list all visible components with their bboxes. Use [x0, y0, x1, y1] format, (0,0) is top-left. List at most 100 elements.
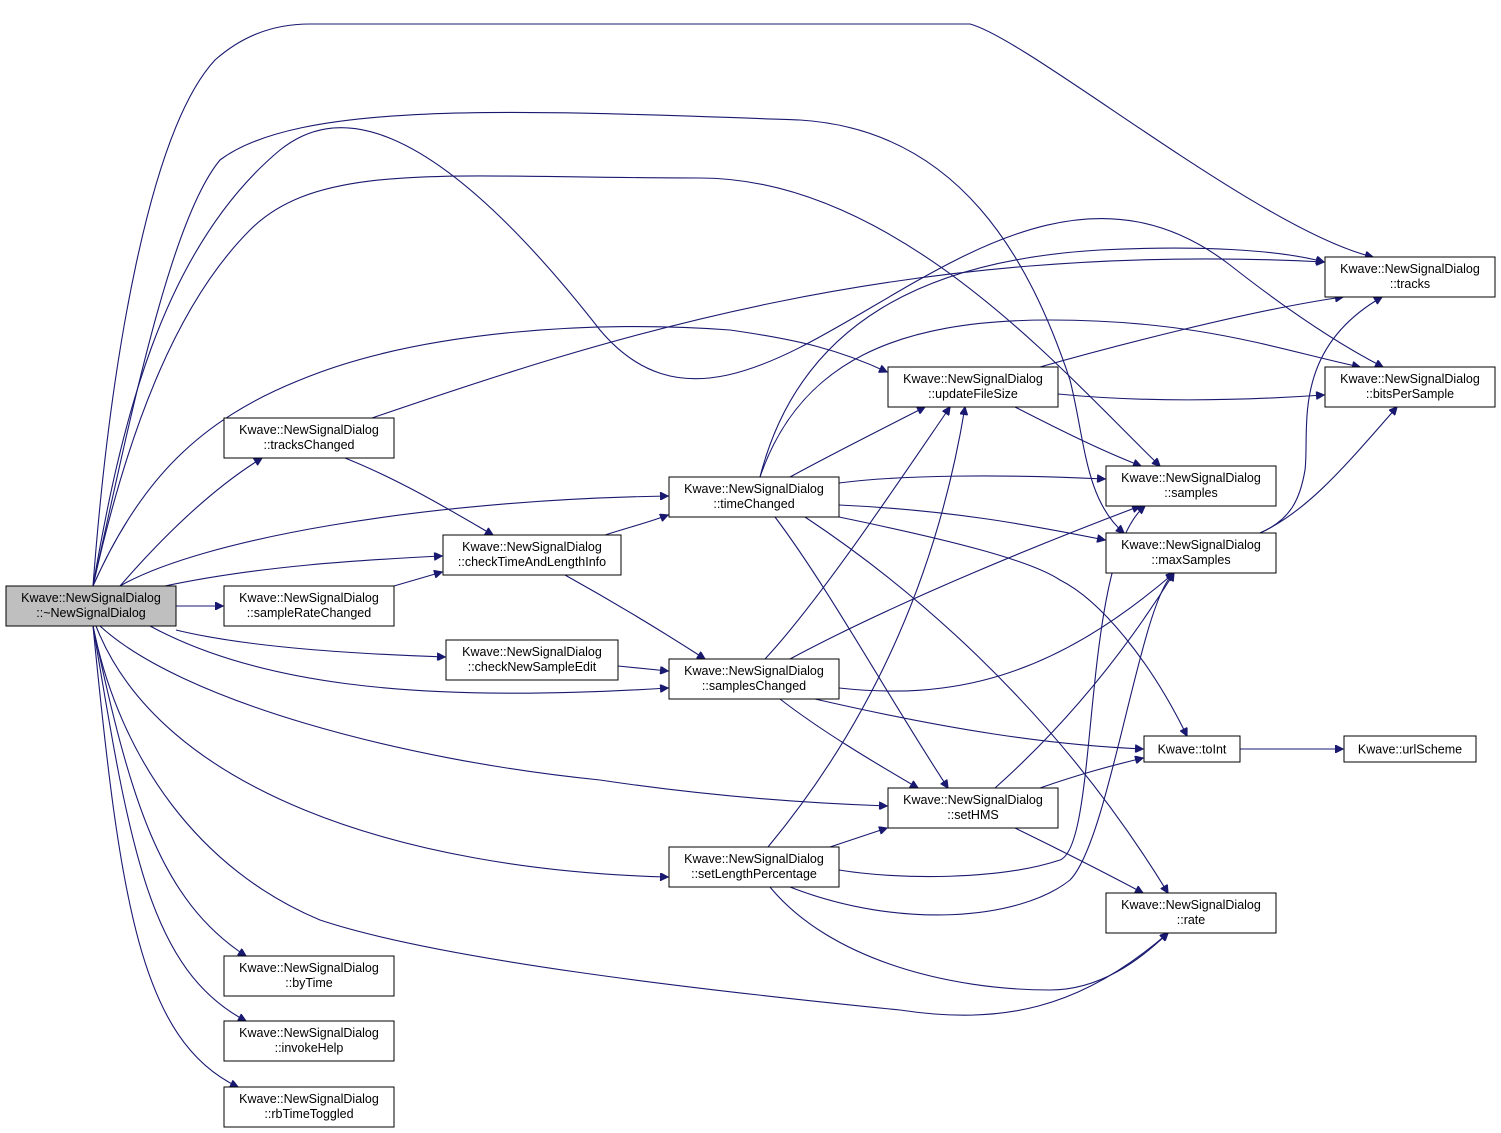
- node-checkTimeAndLengthInfo[interactable]: Kwave::NewSignalDialog::checkTimeAndLeng…: [442, 534, 622, 576]
- node-toInt[interactable]: Kwave::toInt: [1143, 735, 1241, 763]
- node-dtor[interactable]: Kwave::NewSignalDialog::~NewSignalDialog: [5, 585, 177, 627]
- edge-timeChanged-to-toInt: [838, 516, 1187, 736]
- node-box: [1105, 892, 1277, 934]
- edge-checkTimeAndLengthInfo-to-timeChanged: [604, 515, 668, 536]
- node-maxSamples[interactable]: Kwave::NewSignalDialog::maxSamples: [1105, 532, 1277, 574]
- node-bitsPerSample[interactable]: Kwave::NewSignalDialog::bitsPerSample: [1324, 366, 1496, 408]
- node-member: ::~NewSignalDialog: [36, 606, 145, 620]
- edge-updateFileSize-to-bitsPerSample: [1057, 394, 1324, 401]
- edge-dtor-to-updateFileSize: [92, 325, 887, 587]
- edge-dtor-to-setLengthPercentage: [95, 625, 668, 877]
- edge-samplesChanged-to-updateFileSize: [764, 407, 950, 660]
- node-checkNewSampleEdit[interactable]: Kwave::NewSignalDialog::checkNewSampleEd…: [445, 639, 619, 681]
- node-member: ::samples: [1164, 486, 1218, 500]
- node-title: Kwave::NewSignalDialog: [462, 540, 602, 554]
- edge-dtor-to-bitsPerSample: [92, 127, 1383, 587]
- edge-tracksChanged-to-tracks: [371, 259, 1324, 419]
- node-byTime[interactable]: Kwave::NewSignalDialog::byTime: [223, 955, 395, 997]
- node-box: [223, 417, 395, 459]
- edge-timeChanged-to-setHMS: [774, 516, 948, 788]
- node-layer: Kwave::NewSignalDialog::~NewSignalDialog…: [5, 256, 1496, 1128]
- node-box: [1324, 256, 1496, 298]
- node-box: [223, 1020, 395, 1062]
- node-title: Kwave::NewSignalDialog: [1121, 471, 1261, 485]
- edge-dtor-to-invokeHelp: [92, 625, 246, 1021]
- edge-samplesChanged-to-samples: [789, 506, 1140, 660]
- edge-dtor-to-checkNewSampleEdit: [175, 629, 445, 657]
- node-samplesChanged[interactable]: Kwave::NewSignalDialog::samplesChanged: [668, 658, 840, 700]
- node-title: Kwave::NewSignalDialog: [1340, 262, 1480, 276]
- node-box: [1105, 532, 1277, 574]
- node-invokeHelp[interactable]: Kwave::NewSignalDialog::invokeHelp: [223, 1020, 395, 1062]
- node-title: Kwave::NewSignalDialog: [684, 664, 824, 678]
- edge-dtor-to-samples: [92, 175, 1160, 587]
- node-title: Kwave::NewSignalDialog: [239, 423, 379, 437]
- edge-checkNewSampleEdit-to-samplesChanged: [617, 665, 668, 671]
- node-box: [223, 1086, 395, 1128]
- node-tracks[interactable]: Kwave::NewSignalDialog::tracks: [1324, 256, 1496, 298]
- node-tracksChanged[interactable]: Kwave::NewSignalDialog::tracksChanged: [223, 417, 395, 459]
- node-member: ::invokeHelp: [275, 1041, 344, 1055]
- edge-updateFileSize-to-samples: [1014, 406, 1141, 466]
- node-box: [223, 585, 395, 627]
- node-title: Kwave::NewSignalDialog: [684, 482, 824, 496]
- node-rbTimeToggled[interactable]: Kwave::NewSignalDialog::rbTimeToggled: [223, 1086, 395, 1128]
- edge-dtor-to-byTime: [92, 625, 246, 956]
- edge-checkTimeAndLengthInfo-to-samplesChanged: [564, 574, 705, 659]
- edge-timeChanged-to-updateFileSize: [789, 407, 925, 478]
- node-setHMS[interactable]: Kwave::NewSignalDialog::setHMS: [887, 787, 1059, 829]
- node-timeChanged[interactable]: Kwave::NewSignalDialog::timeChanged: [668, 476, 840, 518]
- edge-setLengthPercentage-to-rate: [769, 886, 1168, 991]
- node-title: Kwave::NewSignalDialog: [462, 645, 602, 659]
- edge-timeChanged-to-tracks: [759, 247, 1324, 478]
- node-member: ::timeChanged: [713, 497, 794, 511]
- node-title: Kwave::NewSignalDialog: [1340, 372, 1480, 386]
- node-member: ::bitsPerSample: [1366, 387, 1454, 401]
- node-box: [887, 366, 1059, 408]
- edge-setHMS-to-maxSamples: [994, 573, 1174, 789]
- edge-dtor-to-tracks: [92, 23, 1373, 587]
- node-title: Kwave::NewSignalDialog: [903, 372, 1043, 386]
- edge-timeChanged-to-bitsPerSample: [759, 319, 1360, 478]
- node-title: Kwave::urlScheme: [1358, 743, 1462, 757]
- edge-samplesChanged-to-maxSamples: [838, 573, 1174, 692]
- node-sampleRateChanged[interactable]: Kwave::NewSignalDialog::sampleRateChange…: [223, 585, 395, 627]
- edge-tracksChanged-to-checkTimeAndLengthInfo: [344, 457, 493, 535]
- edge-setHMS-to-rate: [1014, 827, 1143, 893]
- node-urlScheme[interactable]: Kwave::urlScheme: [1343, 735, 1477, 763]
- edge-updateFileSize-to-tracks: [1039, 297, 1343, 368]
- edge-maxSamples-to-tracks: [1259, 297, 1382, 534]
- node-title: Kwave::NewSignalDialog: [21, 591, 161, 605]
- node-member: ::rate: [1177, 913, 1206, 927]
- node-title: Kwave::NewSignalDialog: [1121, 898, 1261, 912]
- edge-setLengthPercentage-to-maxSamples: [789, 573, 1174, 916]
- node-member: ::samplesChanged: [702, 679, 806, 693]
- node-title: Kwave::NewSignalDialog: [239, 961, 379, 975]
- node-member: ::tracksChanged: [263, 438, 354, 452]
- edge-dtor-to-samplesChanged: [149, 625, 668, 694]
- node-box: [668, 658, 840, 700]
- node-box: [668, 846, 840, 888]
- edge-dtor-to-tracksChanged: [119, 458, 262, 587]
- edge-timeChanged-to-samples: [838, 476, 1105, 484]
- node-box: [1324, 366, 1496, 408]
- edge-setLengthPercentage-to-updateFileSize: [767, 407, 965, 848]
- node-setLengthPercentage[interactable]: Kwave::NewSignalDialog::setLengthPercent…: [668, 846, 840, 888]
- node-title: Kwave::NewSignalDialog: [684, 852, 824, 866]
- node-samples[interactable]: Kwave::NewSignalDialog::samples: [1105, 465, 1277, 507]
- node-box: [5, 585, 177, 627]
- edge-layer: [92, 23, 1397, 1087]
- node-member: ::setLengthPercentage: [691, 867, 817, 881]
- node-updateFileSize[interactable]: Kwave::NewSignalDialog::updateFileSize: [887, 366, 1059, 408]
- node-box: [445, 639, 619, 681]
- edge-timeChanged-to-rate: [804, 516, 1168, 893]
- edge-setHMS-to-toInt: [1039, 758, 1143, 789]
- node-box: [223, 955, 395, 997]
- node-title: Kwave::NewSignalDialog: [1121, 538, 1261, 552]
- edge-setLengthPercentage-to-samples: [838, 506, 1145, 878]
- node-title: Kwave::NewSignalDialog: [239, 1092, 379, 1106]
- node-member: ::byTime: [285, 976, 333, 990]
- node-rate[interactable]: Kwave::NewSignalDialog::rate: [1105, 892, 1277, 934]
- node-title: Kwave::toInt: [1158, 743, 1227, 757]
